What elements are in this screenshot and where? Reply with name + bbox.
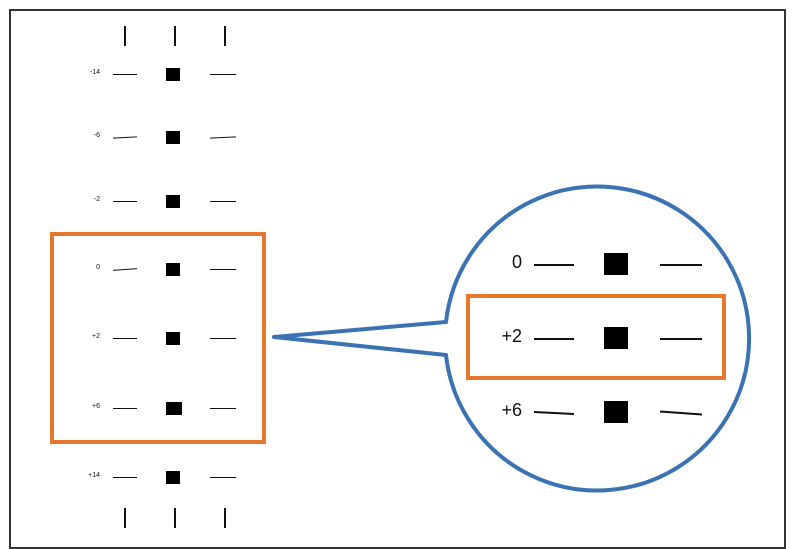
row-label: +2 [92,333,100,340]
center-square [166,332,180,345]
pattern-row: -2 [60,191,260,211]
center-square [166,263,180,276]
right-dash [210,201,236,203]
left-dash [113,338,137,340]
left-dash [533,410,575,415]
row-label: -6 [93,132,100,139]
row-label: +14 [88,472,100,479]
zoom-row-label: 0 [511,252,522,272]
zoom-row: 0 [480,249,730,279]
pattern-row: +14 [60,467,260,487]
row-label: 0 [96,264,100,271]
highlight-box-left [50,232,266,444]
left-dash [113,477,137,479]
right-dash [660,338,702,340]
pattern-row: +2 [60,328,260,348]
pattern-row: -6 [60,127,260,147]
bottom-tick-right [224,508,226,528]
pattern-row: -14 [60,64,260,84]
pattern-row: +6 [60,398,260,418]
callout-bubble [272,184,752,493]
left-dash [534,264,574,266]
row-label: +6 [92,403,100,410]
row-label: -14 [89,69,100,76]
center-square [166,68,180,81]
right-dash [210,338,236,340]
center-square [166,402,182,415]
center-square [604,401,628,423]
top-tick-center [174,26,176,46]
left-dash [113,74,137,76]
top-tick-right [224,26,226,46]
pattern-row: 0 [60,259,260,279]
right-dash [659,410,703,416]
right-dash [210,74,236,76]
zoom-row: +2 [480,323,730,353]
bottom-tick-left [124,508,126,528]
zoom-row: +6 [480,397,730,427]
highlight-box-zoom [466,294,726,380]
right-dash [210,477,236,479]
center-square [166,471,180,484]
right-dash [210,408,236,410]
right-dash [210,269,236,271]
zoom-row-label: +6 [501,400,522,420]
left-dash [113,201,137,203]
center-square [166,195,180,208]
left-dash [113,408,137,410]
right-dash [660,264,702,266]
bottom-tick-center [174,508,176,528]
zoom-row-label: +2 [501,326,522,346]
row-label: -2 [93,196,100,203]
center-square [604,327,628,349]
left-dash [534,338,574,340]
center-square [604,253,628,275]
top-tick-left [124,26,126,46]
center-square [166,131,180,144]
